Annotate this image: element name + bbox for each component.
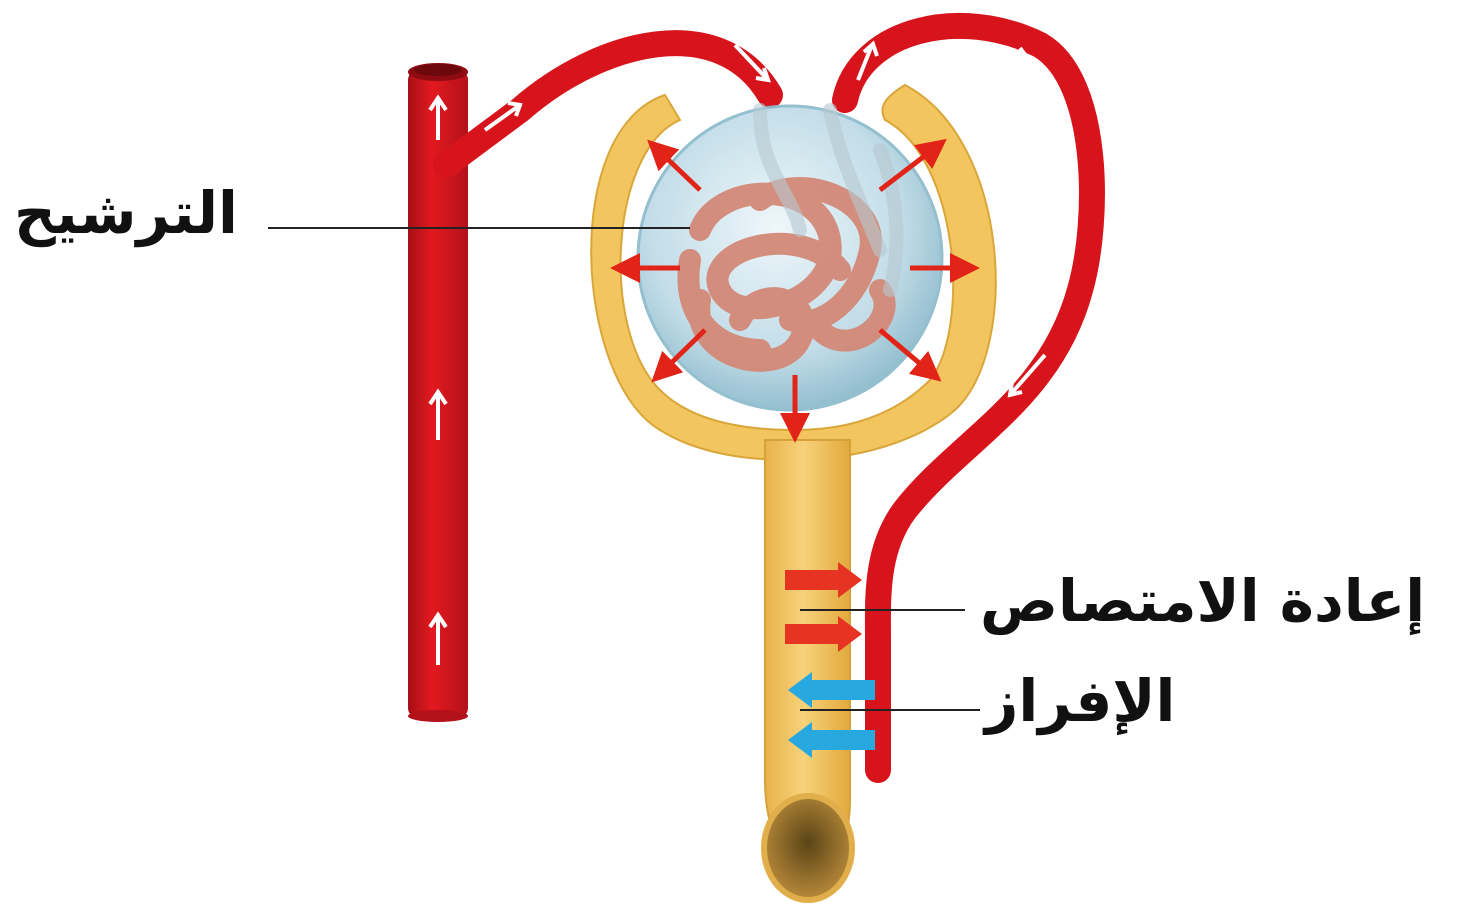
filtration-label: الترشيح (14, 184, 238, 242)
secretion-label: الإفراز (985, 672, 1175, 730)
glomerulus (638, 106, 942, 410)
reabsorption-label: إعادة الامتصاص (980, 572, 1425, 630)
renal-tubule (764, 440, 852, 900)
